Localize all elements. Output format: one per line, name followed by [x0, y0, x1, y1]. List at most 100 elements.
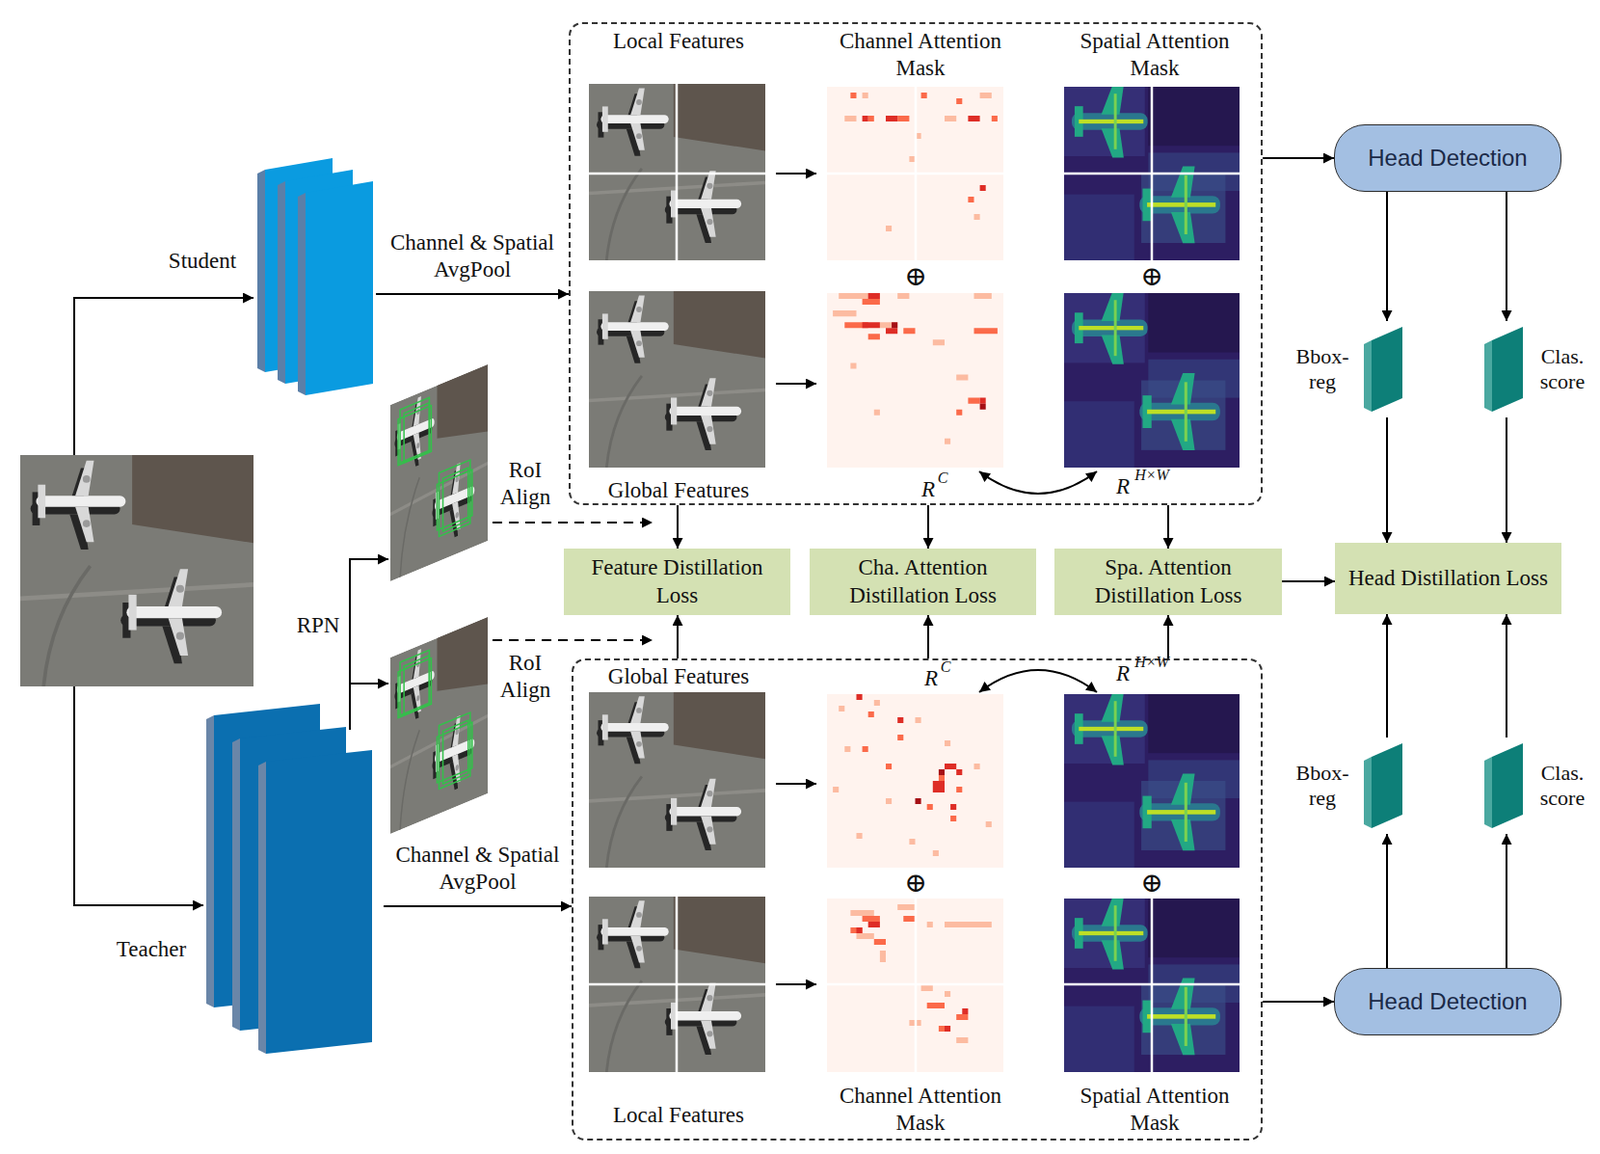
detection-head-box: Head Detection [1333, 124, 1562, 192]
loss-box: Feature Distillation Loss [563, 548, 791, 615]
output-feature-block: Clas. score [1481, 737, 1598, 834]
slab-face [266, 749, 373, 1054]
slab-side [277, 181, 286, 384]
slab-side [232, 738, 240, 1031]
illustration-part [436, 469, 472, 531]
connector [383, 905, 572, 907]
illustration-part [400, 397, 429, 463]
group-caption: Channel Attention Mask [819, 1082, 1022, 1136]
illustration-part [398, 405, 431, 466]
connector [375, 293, 569, 295]
spatial-mask [1064, 292, 1240, 468]
connector [1386, 613, 1388, 738]
plus-symbol: ⊕ [904, 260, 927, 294]
group-caption: Local Features [582, 27, 775, 55]
block-side [1363, 756, 1372, 828]
connector [927, 505, 930, 549]
input-arrow [74, 297, 254, 455]
operation-label: RPN [296, 612, 341, 640]
roi-align-arrow [492, 521, 653, 524]
illustration-part [439, 459, 471, 536]
curved-arrow [979, 669, 1097, 693]
feature-slab-layers [159, 154, 376, 400]
mask-arrow [775, 172, 817, 175]
detection-head-box: Head Detection [1333, 967, 1562, 1036]
slab-face [305, 181, 374, 396]
connector [1505, 613, 1508, 738]
roi-image [390, 364, 488, 582]
block-face [1371, 326, 1403, 412]
output-feature-block: Bbox- reg [1286, 737, 1408, 834]
group-caption: Global Features [582, 663, 775, 691]
block-side [1363, 340, 1372, 412]
input-image [20, 454, 254, 687]
connector [1505, 417, 1508, 543]
output-label: Clas. score [1529, 344, 1596, 396]
illustration-part [390, 364, 488, 582]
output-label: Clas. score [1529, 760, 1596, 812]
illustration-part [398, 658, 431, 719]
input-arrow [74, 686, 204, 906]
operation-label: RoI Align [494, 649, 557, 703]
loss-label: Cha. Attention Distillation Loss [817, 554, 1029, 609]
connector [1281, 580, 1335, 583]
connector [676, 614, 679, 659]
output-feature-block: Clas. score [1481, 320, 1598, 418]
connector [1262, 157, 1334, 160]
group-caption: Spatial Attention Mask [1053, 27, 1256, 81]
group-caption: Global Features [582, 477, 775, 505]
math-superscript: H×W [1134, 465, 1170, 484]
block-face [1492, 743, 1523, 828]
roi-align-arrow [492, 639, 653, 641]
rpn-line [349, 559, 389, 730]
connector [1505, 191, 1508, 321]
backbone-label: Teacher [106, 935, 196, 963]
illustration-part [439, 712, 471, 789]
connector [927, 614, 930, 659]
backbone-feature-stack: Teacher [106, 698, 384, 1061]
group-caption: Local Features [582, 1101, 775, 1129]
loss-label: Spa. Attention Distillation Loss [1062, 554, 1275, 609]
loss-box: Head Distillation Loss [1334, 542, 1562, 614]
slab-side [257, 169, 266, 373]
quadrant-lines [588, 896, 1240, 1072]
plus-symbol: ⊕ [1140, 866, 1163, 900]
output-label: Bbox- reg [1286, 344, 1359, 396]
teal-block [1286, 320, 1408, 418]
math-superscript: C [940, 657, 952, 676]
connector [676, 505, 679, 549]
block-side [1484, 340, 1493, 412]
feature-slab-layers [106, 698, 384, 1061]
mask-arrow [775, 983, 817, 986]
teal-block [1286, 737, 1408, 834]
block-side [1484, 756, 1493, 828]
edge-label: Channel & Spatial AvgPool [386, 841, 570, 898]
mask-arrow [775, 782, 817, 785]
math-symbol: R [921, 476, 935, 504]
feature-image [588, 291, 766, 468]
connector [1386, 191, 1388, 321]
box-label: Head Detection [1367, 986, 1527, 1015]
operation-label: RoI Align [494, 456, 557, 510]
group-caption: Spatial Attention Mask [1053, 1082, 1256, 1136]
rpn-line [349, 682, 389, 685]
math-superscript: C [937, 468, 949, 487]
connector [1167, 614, 1170, 659]
plus-symbol: ⊕ [1140, 260, 1163, 294]
slab-side [258, 761, 267, 1054]
group-caption: Channel Attention Mask [819, 27, 1022, 81]
illustration-part [398, 379, 473, 554]
roi-image [390, 616, 488, 834]
channel-mask [826, 293, 1004, 468]
output-feature-block: Bbox- reg [1286, 320, 1408, 418]
channel-mask [826, 693, 1004, 868]
math-symbol: R [1116, 473, 1130, 501]
connector [1262, 1000, 1334, 1003]
box-label: Head Detection [1367, 143, 1527, 172]
math-superscript: H×W [1134, 652, 1170, 671]
feature-image [588, 692, 766, 868]
illustration-part [400, 649, 429, 716]
output-label: Bbox- reg [1286, 760, 1359, 812]
backbone-label: Student [159, 247, 246, 275]
edge-label: Channel & Spatial AvgPool [380, 229, 564, 286]
